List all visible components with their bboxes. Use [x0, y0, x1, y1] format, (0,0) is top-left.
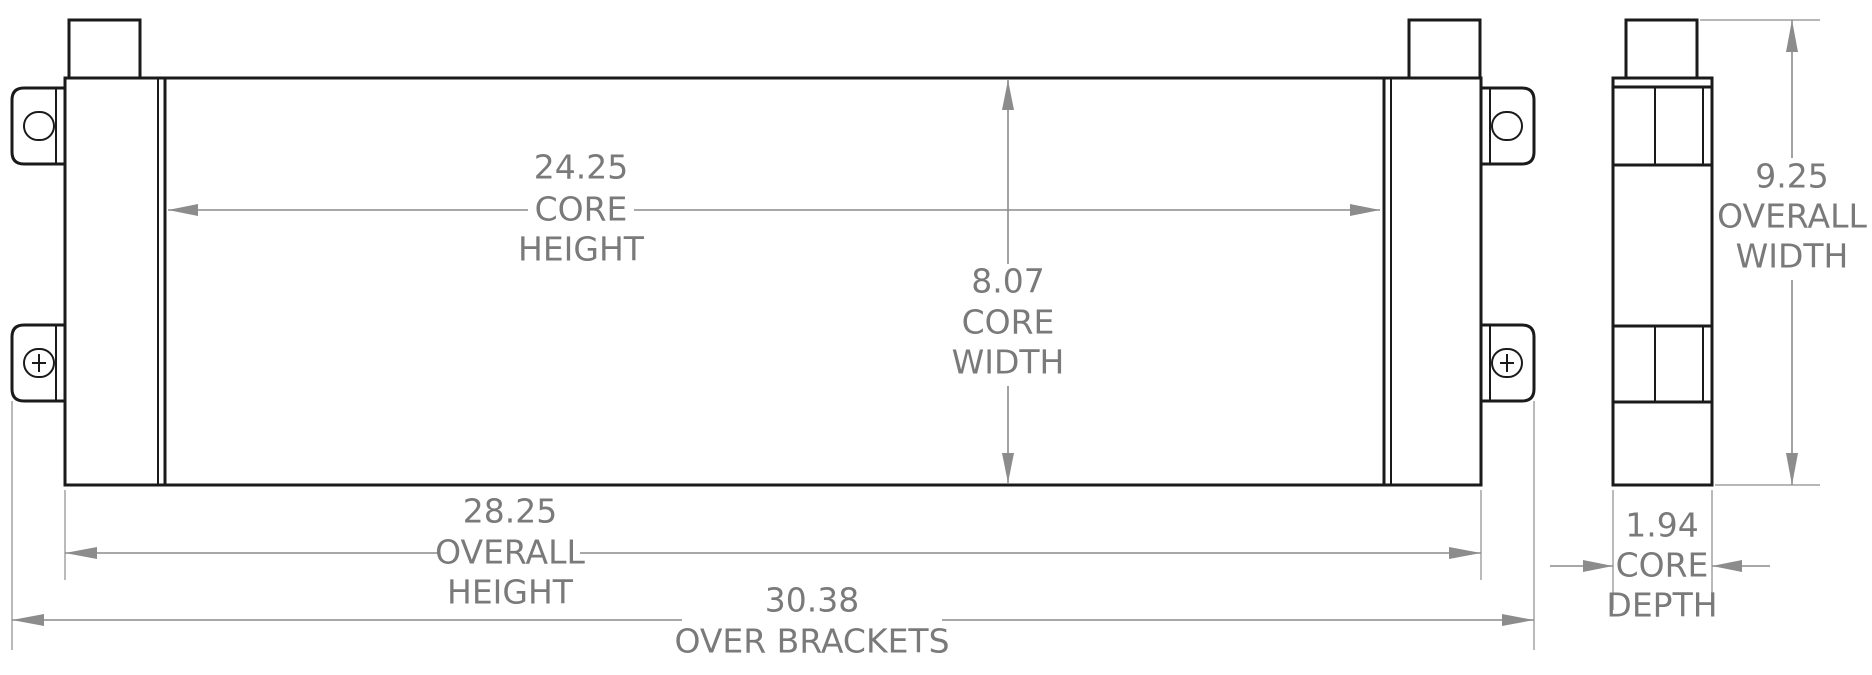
side-view: [1611, 18, 1714, 487]
core-height-value: 24.25: [534, 148, 628, 187]
left-bottom-bracket: [10, 323, 67, 403]
side-bottom-bracket: [1611, 324, 1714, 404]
dimension-labels: 24.25 CORE HEIGHT 8.07 CORE WIDTH 28.25 …: [435, 148, 1867, 662]
over-brackets-label: OVER BRACKETS: [674, 622, 949, 661]
left-top-bracket: [10, 86, 67, 166]
core-height-label-2: HEIGHT: [518, 230, 645, 269]
overall-height-label-1: OVERALL: [435, 533, 585, 572]
core-width-label-1: CORE: [962, 303, 1055, 342]
core-depth-label-1: CORE: [1616, 546, 1709, 585]
overall-width-label-1: OVERALL: [1717, 197, 1867, 236]
side-port: [1624, 18, 1699, 80]
core-depth-label-2: DEPTH: [1606, 586, 1717, 625]
front-view: [10, 18, 1536, 487]
core: [163, 76, 1386, 487]
side-top-bracket: [1611, 85, 1714, 167]
core-height-label-1: CORE: [535, 190, 628, 229]
left-tank: [63, 76, 167, 487]
core-depth-value: 1.94: [1625, 506, 1698, 545]
right-bottom-bracket: [1479, 323, 1536, 403]
overall-height-label-2: HEIGHT: [447, 573, 574, 612]
right-top-bracket: [1479, 86, 1536, 166]
overall-width-value: 9.25: [1755, 157, 1828, 196]
core-width-label-2: WIDTH: [952, 343, 1065, 382]
left-port: [67, 18, 142, 80]
right-tank: [1382, 76, 1483, 487]
right-port: [1407, 18, 1482, 80]
overall-height-value: 28.25: [463, 492, 557, 531]
over-brackets-value: 30.38: [765, 581, 859, 620]
core-width-value: 8.07: [971, 262, 1044, 301]
overall-width-label-2: WIDTH: [1736, 237, 1849, 276]
